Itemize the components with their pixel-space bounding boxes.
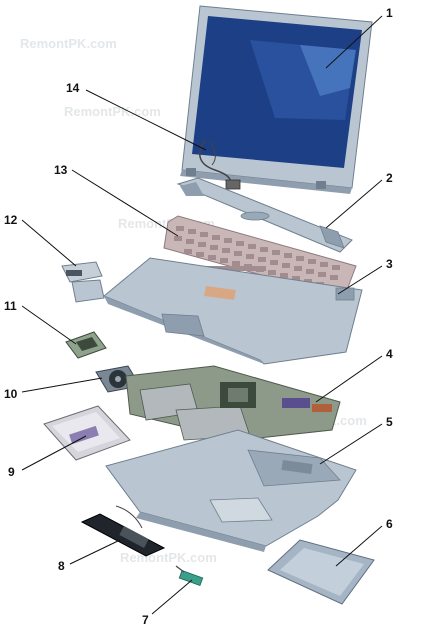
processor (65, 331, 107, 359)
leader-line-14 (85, 89, 207, 151)
watermark: RemontPK.com (120, 550, 217, 565)
watermark: RemontPK.com (64, 104, 161, 119)
leader-line-11 (21, 305, 77, 345)
callout-7: 7 (142, 613, 149, 627)
leader-line-9 (21, 435, 87, 471)
leader-line-5 (319, 423, 383, 465)
base-assembly (105, 429, 357, 552)
callout-11: 11 (4, 299, 17, 313)
hinge-bracket (61, 261, 105, 303)
callout-10: 10 (4, 387, 18, 401)
leader-line-1 (325, 15, 383, 69)
callout-5: 5 (386, 415, 393, 429)
callout-13: 13 (54, 163, 68, 177)
callout-6: 6 (386, 517, 393, 531)
leader-line-4 (315, 355, 383, 403)
watermark: RemontPK.com (20, 36, 117, 51)
speaker (80, 505, 166, 557)
system-board (125, 365, 341, 441)
leader-line-8 (69, 539, 121, 565)
callout-3: 3 (386, 257, 393, 271)
callout-9: 9 (8, 465, 15, 479)
callout-14: 14 (66, 81, 80, 95)
display-assembly (180, 5, 373, 194)
leader-line-7 (151, 579, 193, 615)
leader-line-6 (335, 525, 383, 567)
callout-4: 4 (386, 347, 393, 361)
callout-12: 12 (4, 213, 18, 227)
leader-line-3 (337, 265, 383, 295)
leader-line-2 (325, 179, 383, 229)
callout-8: 8 (58, 559, 65, 573)
leader-line-12 (21, 219, 77, 267)
leader-line-13 (71, 169, 179, 237)
hinge-cover (176, 177, 353, 253)
battery (267, 539, 375, 605)
leader-line-10 (21, 377, 103, 393)
palm-rest (103, 257, 363, 365)
callout-1: 1 (386, 6, 393, 20)
callout-2: 2 (386, 171, 393, 185)
display-cable (199, 139, 241, 190)
